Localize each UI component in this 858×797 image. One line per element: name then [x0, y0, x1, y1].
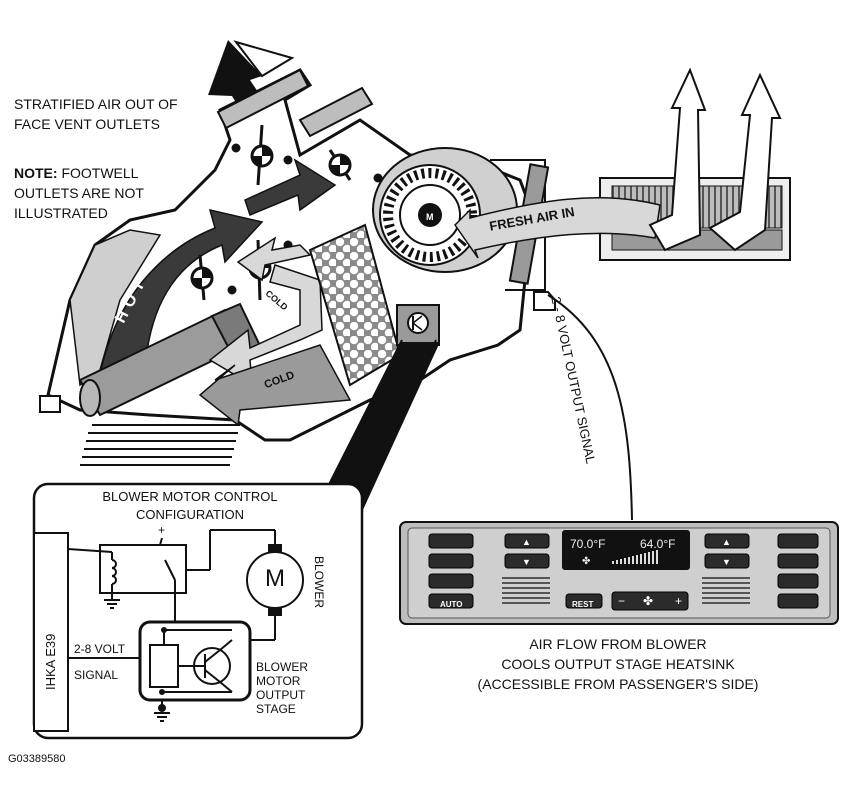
- note-bold: NOTE:: [14, 165, 58, 181]
- climate-control-panel: [399, 521, 839, 625]
- note-line1: NOTE: FOOTWELL: [14, 165, 138, 182]
- schematic-title-line1: BLOWER MOTOR CONTROL: [102, 489, 278, 504]
- hot-air-arrow: [99, 158, 337, 376]
- stage-label-line2: MOTOR: [256, 674, 301, 688]
- fan-plus-label: +: [675, 594, 683, 608]
- blower-motor-label: M: [426, 212, 434, 222]
- stratified-label-line2: FACE VENT OUTLETS: [14, 116, 160, 132]
- airflow-line2: COOLS OUTPUT STAGE HEATSINK: [501, 656, 735, 672]
- right-temp-up-icon: ▲: [722, 537, 731, 547]
- note-line2: OUTLETS ARE NOT: [14, 185, 144, 201]
- stage-label-line4: STAGE: [256, 702, 296, 716]
- output-stage: [396, 304, 440, 346]
- display-left-temp: 70.0°F: [570, 537, 606, 551]
- signal-label-line2: SIGNAL: [74, 668, 119, 682]
- display-right-temp: 64.0°F: [640, 537, 676, 551]
- stage-label-line1: BLOWER: [256, 660, 309, 674]
- schematic-box: [32, 482, 364, 740]
- rest-button-label: REST: [572, 600, 594, 609]
- fan-icon: ✤: [582, 556, 591, 567]
- auto-button-label: AUTO: [440, 600, 463, 609]
- fan-minus-label: −: [618, 594, 626, 608]
- fan-speed-icon: ✤: [643, 594, 654, 608]
- left-temp-down-icon: ▼: [522, 557, 531, 567]
- signal-label-line1: 2-8 VOLT: [74, 642, 126, 656]
- note-line1-rest: FOOTWELL: [57, 165, 139, 181]
- stage-label-line3: OUTPUT: [256, 688, 306, 702]
- airflow-line3: (ACCESSIBLE FROM PASSENGER'S SIDE): [477, 676, 759, 692]
- module-label: IHKA E39: [43, 633, 58, 690]
- plus-label: +: [158, 523, 166, 537]
- schematic-motor-label: M: [265, 565, 285, 592]
- blower-label: BLOWER: [312, 556, 326, 609]
- airflow-line1: AIR FLOW FROM BLOWER: [529, 636, 707, 652]
- right-temp-down-icon: ▼: [722, 557, 731, 567]
- cold-air-arrows: [198, 236, 352, 427]
- stratified-label-line1: STRATIFIED AIR OUT OF: [14, 96, 178, 112]
- incoming-air-arrows: [648, 67, 782, 252]
- left-temp-up-icon: ▲: [522, 537, 531, 547]
- figure-id: G03389580: [8, 753, 66, 765]
- schematic-title-line2: CONFIGURATION: [135, 507, 245, 522]
- note-line3: ILLUSTRATED: [14, 205, 108, 221]
